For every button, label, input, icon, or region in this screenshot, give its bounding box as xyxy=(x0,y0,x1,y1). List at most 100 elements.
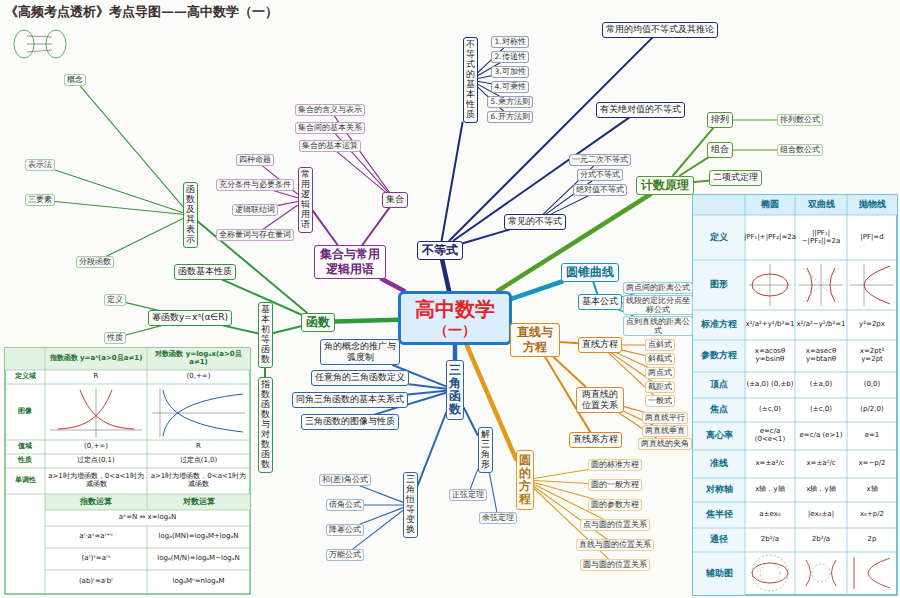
branch-line xyxy=(498,195,650,291)
branch-line xyxy=(442,123,463,241)
table-row-header: 图像 xyxy=(5,384,45,440)
topic-text: 基本初等函数 xyxy=(261,305,270,364)
topic-text: 分式不等式 xyxy=(580,170,620,179)
central-topic: 高中数学（一） xyxy=(398,291,512,346)
table-cell: logₐ(M/N)=logₐM−logₐN xyxy=(147,548,250,570)
topic-text: 幂函数y=xᵅ(α∈R) xyxy=(152,312,228,323)
table-cell: (±a,0) xyxy=(795,372,847,398)
topic-text: 三要素 xyxy=(28,195,52,204)
table-cell: |PF₁|+|PF₂|=2a xyxy=(745,215,795,260)
sub-topic: 基本初等函数 xyxy=(258,302,273,367)
leaf-topic: 充分条件与必要条件 xyxy=(216,179,294,190)
main-branch: 函数 xyxy=(301,313,335,332)
topic-text: 概念 xyxy=(67,75,83,84)
table-cell: 2b²/a xyxy=(795,528,847,552)
table-row-header: 参数方程 xyxy=(693,340,745,372)
leaf-topic: 线段的定比分点坐标公式 xyxy=(623,295,693,316)
leaf-topic: 集合的含义与表示 xyxy=(295,104,365,115)
topic-text: 圆的标准方程 xyxy=(591,460,639,469)
table-cell: (0,+∞) xyxy=(45,440,147,454)
log-curves xyxy=(163,390,243,436)
parabola-graph xyxy=(864,266,890,304)
topic-text: 常用逻辑用语 xyxy=(301,170,310,229)
leaf-topic: 点与圆的位置关系 xyxy=(580,519,650,530)
table-cell: (±a,0) (0,±b) xyxy=(745,372,795,398)
table-grid xyxy=(693,195,897,595)
topic-text: 不等式的基本性质 xyxy=(466,40,475,119)
branch-line xyxy=(382,279,404,291)
table-cell: x=−p/2 xyxy=(847,450,897,478)
sub-topic: 函数及其表示 xyxy=(183,182,198,247)
topic-text: 定义 xyxy=(107,295,123,304)
topic-text: 常用的均值不等式及其推论 xyxy=(606,24,714,35)
leaf-topic: 两直线垂直 xyxy=(642,425,688,436)
leaf-topic: 分式不等式 xyxy=(577,169,623,180)
axes xyxy=(749,264,894,306)
table-cell: x²/a²+y²/b²=1 xyxy=(745,310,795,340)
topic-text: 降幂公式 xyxy=(329,525,361,534)
topic-text: 正弦定理 xyxy=(452,490,484,499)
aux-circle xyxy=(760,563,780,583)
topic-text: 不等式 xyxy=(422,243,458,258)
topic-text: 直线方程 xyxy=(582,339,618,350)
sub-topic: 直线系方程 xyxy=(569,432,622,447)
table-row-header: 单调性 xyxy=(5,468,45,494)
sub-topic: 同角三角函数的基本关系式 xyxy=(292,392,408,407)
table-cell: x=±a²/c xyxy=(795,450,847,478)
branch-line xyxy=(80,86,183,207)
topic-text: 6.开方法则 xyxy=(490,112,529,121)
branch-line xyxy=(733,119,777,120)
table-row-header: 图形 xyxy=(693,260,745,310)
table-header-fill xyxy=(45,494,250,510)
leaf-topic: 一般式 xyxy=(645,395,675,406)
topic-text: 和(差)角公式 xyxy=(322,475,368,484)
branch-line xyxy=(560,342,578,343)
topic-text: 三角函数 xyxy=(449,364,461,417)
sub-topic: 两直线的位置关系 xyxy=(576,387,624,414)
sub-topic: 任意角的三角函数定义 xyxy=(311,370,409,385)
leaf-topic: 两直线平行 xyxy=(642,412,688,423)
branch-line xyxy=(360,486,403,502)
table-cell: e=1 xyxy=(847,422,897,450)
aux-parabola xyxy=(854,557,890,589)
topic-text: 圆锥曲线 xyxy=(566,265,614,280)
table-cell: x²/a²−y²/b²=1 xyxy=(795,310,847,340)
sub-topic: 排列 xyxy=(707,112,733,127)
leaf-topic: 圆的参数方程 xyxy=(588,499,642,510)
topic-text: 一般式 xyxy=(648,396,672,405)
topic-text: 线段的定比分点坐标公式 xyxy=(626,296,690,315)
table-cell: x轴，y轴 xyxy=(795,478,847,502)
table-cell: (0,+∞) xyxy=(147,370,250,384)
branch-line xyxy=(106,219,182,257)
topic-text: 性质 xyxy=(107,333,123,342)
leaf-topic: 分段函数 xyxy=(76,256,114,267)
mapping-arrows xyxy=(27,36,52,52)
topic-text: 集合与常用逻辑用语 xyxy=(319,247,381,277)
topic-text: 两点式 xyxy=(648,368,672,377)
main-branch: 计数原理 xyxy=(636,176,694,195)
table-cell: (±c,0) xyxy=(745,398,795,422)
topic-text: 两直线的位置关系 xyxy=(580,389,620,412)
topic-text: 直线与方程 xyxy=(515,325,555,355)
topic-text: 指数函数与对数函数 xyxy=(261,380,270,469)
branch-line xyxy=(624,407,644,413)
leaf-topic: 概念 xyxy=(64,74,86,85)
axes xyxy=(50,388,245,438)
leaf-topic: 5.乘方法则 xyxy=(487,96,532,107)
table-cell: |PF|=d xyxy=(847,215,897,260)
table-cell: (±c,0) xyxy=(795,398,847,422)
table-cell: x=acosθ y=bsinθ xyxy=(745,340,795,372)
table-cell: (aʳ)ˢ=aʳˢ xyxy=(45,548,147,570)
table-cell: R xyxy=(147,440,250,454)
table-cell: 过定点(1,0) xyxy=(147,454,250,468)
table-cell: a>1时为增函数，0<a<1时为减函数 xyxy=(45,468,147,494)
topic-text: 两直线垂直 xyxy=(645,426,685,435)
leaf-topic: 表示法 xyxy=(25,159,55,170)
branch-line xyxy=(274,191,298,198)
exp-curves xyxy=(58,390,134,429)
topic-text: 圆的方程 xyxy=(519,454,531,507)
topic-text: 倍角公式 xyxy=(329,500,361,509)
table-row-header: 准线 xyxy=(693,450,745,478)
branch-line xyxy=(463,230,509,244)
branch-line xyxy=(264,368,266,378)
